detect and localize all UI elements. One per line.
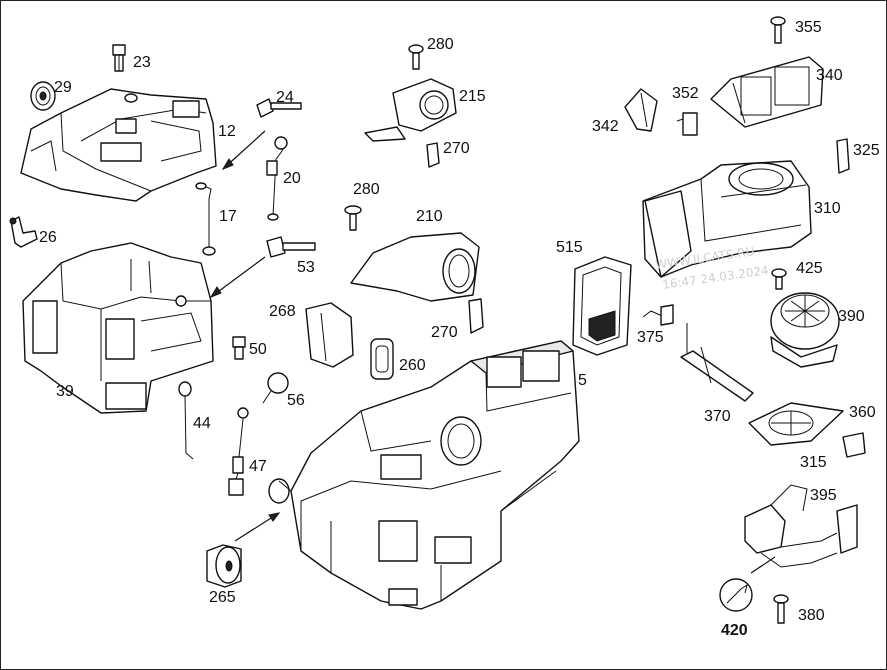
part-56 (262, 372, 289, 404)
part-370 (680, 323, 754, 402)
callout-280-mid: 280 (353, 181, 380, 198)
part-17 (195, 182, 216, 256)
part-325 (836, 138, 850, 174)
callout-355: 355 (795, 19, 822, 36)
part-352 (676, 112, 698, 136)
callout-24: 24 (276, 89, 294, 106)
callout-420: 420 (721, 622, 748, 639)
callout-380: 380 (798, 607, 825, 624)
part-315 (842, 432, 866, 458)
part-342 (624, 88, 658, 132)
part-50 (232, 336, 246, 360)
part-380 (773, 594, 789, 624)
callout-260: 260 (399, 357, 426, 374)
callout-375: 375 (637, 329, 664, 346)
part-26 (9, 216, 38, 248)
callout-325: 325 (853, 142, 880, 159)
callout-315: 315 (800, 454, 827, 471)
part-310 (642, 160, 812, 278)
part-260 (370, 338, 394, 380)
part-215 (364, 78, 457, 142)
callout-265: 265 (209, 589, 236, 606)
part-340 (710, 56, 824, 128)
callout-56: 56 (287, 392, 305, 409)
callout-210: 210 (416, 208, 443, 225)
part-5-main-unit (268, 340, 580, 610)
callout-370: 370 (704, 408, 731, 425)
callout-20: 20 (283, 170, 301, 187)
part-20 (266, 136, 288, 221)
callout-268: 268 (269, 303, 296, 320)
part-360 (748, 402, 844, 446)
part-280-top (408, 44, 424, 70)
callout-50: 50 (249, 341, 267, 358)
callout-360: 360 (849, 404, 876, 421)
part-265 (206, 544, 242, 588)
callout-270-top: 270 (443, 140, 470, 157)
part-24 (256, 98, 302, 118)
callout-5: 5 (578, 372, 587, 389)
part-425 (771, 268, 787, 290)
callout-425: 425 (796, 260, 823, 277)
part-375 (642, 304, 674, 326)
callout-26: 26 (39, 229, 57, 246)
callout-270-mid: 270 (431, 324, 458, 341)
part-29 (30, 81, 56, 111)
callout-390: 390 (838, 308, 865, 325)
callout-47: 47 (249, 458, 267, 475)
part-355 (770, 16, 786, 44)
part-53 (266, 236, 316, 258)
callout-342: 342 (592, 118, 619, 135)
callout-395: 395 (810, 487, 837, 504)
leader-lines (209, 130, 776, 574)
callout-280-top: 280 (427, 36, 454, 53)
part-390 (770, 292, 840, 368)
callout-17: 17 (219, 208, 237, 225)
part-39-lower-housing (22, 242, 214, 414)
callout-53: 53 (297, 259, 315, 276)
part-280-mid (344, 205, 362, 231)
part-395 (744, 484, 858, 568)
part-210 (350, 232, 480, 302)
callout-44: 44 (193, 415, 211, 432)
part-270-mid (468, 298, 484, 334)
callout-515: 515 (556, 239, 583, 256)
part-12-upper-housing (20, 88, 217, 202)
part-47 (228, 407, 249, 496)
callout-310: 310 (814, 200, 841, 217)
callout-39: 39 (56, 383, 74, 400)
callout-352: 352 (672, 85, 699, 102)
callout-340: 340 (816, 67, 843, 84)
callout-labels: 23 29 24 12 20 17 26 53 39 50 44 56 47 2… (39, 19, 880, 639)
callout-215: 215 (459, 88, 486, 105)
part-268 (305, 302, 354, 368)
part-270-top (426, 142, 440, 168)
callout-29: 29 (54, 79, 72, 96)
callout-23: 23 (133, 54, 151, 71)
part-23 (112, 44, 126, 72)
part-515 (572, 256, 632, 356)
part-420 (719, 578, 753, 612)
part-44 (178, 381, 194, 460)
callout-12: 12 (218, 123, 236, 140)
